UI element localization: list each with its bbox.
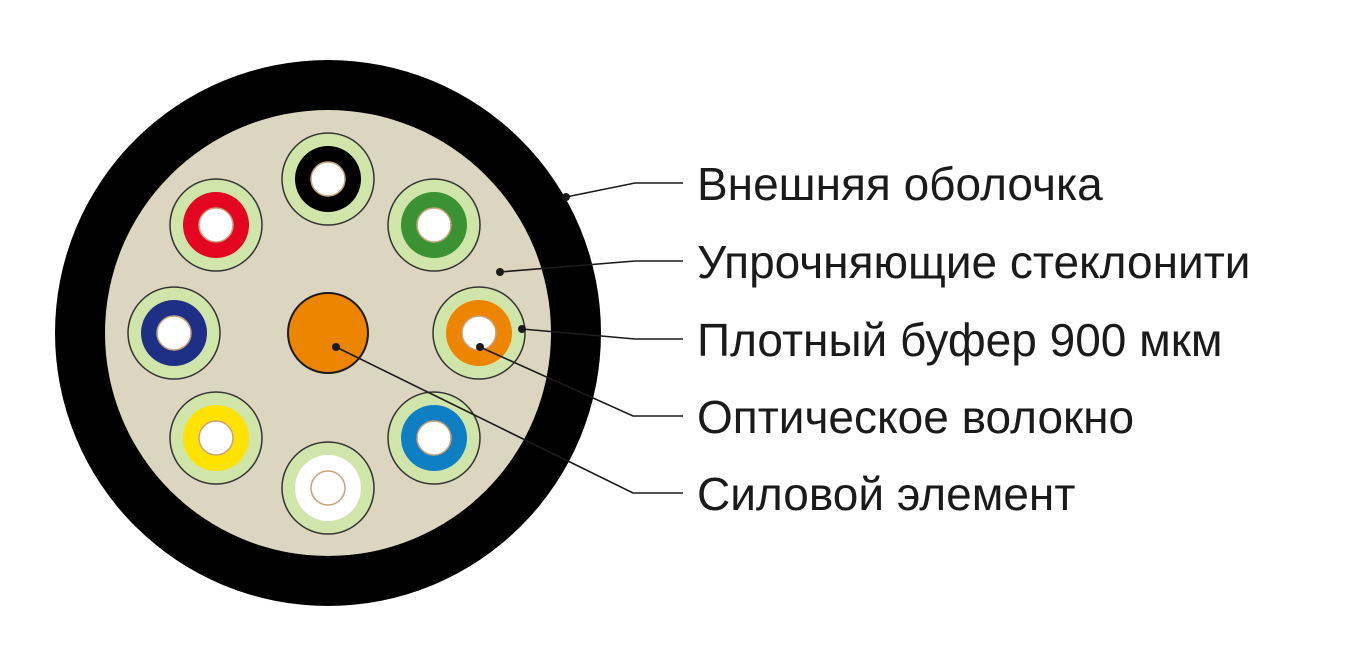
leader-dot-strength-member: [332, 343, 340, 351]
fiber-yellow: [169, 391, 263, 485]
leader-line-optical-fiber: [479, 346, 683, 417]
leader-dot-aramid-yarn: [496, 268, 504, 276]
label-aramid-yarn: Упрочняющие стеклонити: [697, 236, 1251, 288]
leader-dot-outer-jacket: [562, 193, 570, 201]
label-optical-fiber: Оптическое волокно: [697, 391, 1135, 443]
fiber-light-blue: [387, 391, 481, 485]
leader-line-aramid-yarn: [499, 260, 683, 273]
strength-member: [287, 292, 369, 374]
fiber-red: [169, 178, 263, 272]
fiber-orange: [432, 286, 526, 380]
label-strength-member: Силовой элемент: [697, 468, 1076, 520]
label-outer-jacket: Внешняя оболочка: [697, 158, 1103, 210]
fiber-white: [281, 441, 375, 535]
leader-line-outer-jacket: [565, 182, 683, 198]
leader-line-tight-buffer: [521, 328, 683, 340]
leader-line-strength-member: [335, 346, 683, 494]
leader-dot-optical-fiber: [476, 343, 484, 351]
fiber-green: [387, 178, 481, 272]
fiber-blue: [127, 286, 221, 380]
fiber-black: [281, 132, 375, 226]
label-tight-buffer: Плотный буфер 900 мкм: [697, 314, 1223, 366]
leader-dot-tight-buffer: [518, 325, 526, 333]
